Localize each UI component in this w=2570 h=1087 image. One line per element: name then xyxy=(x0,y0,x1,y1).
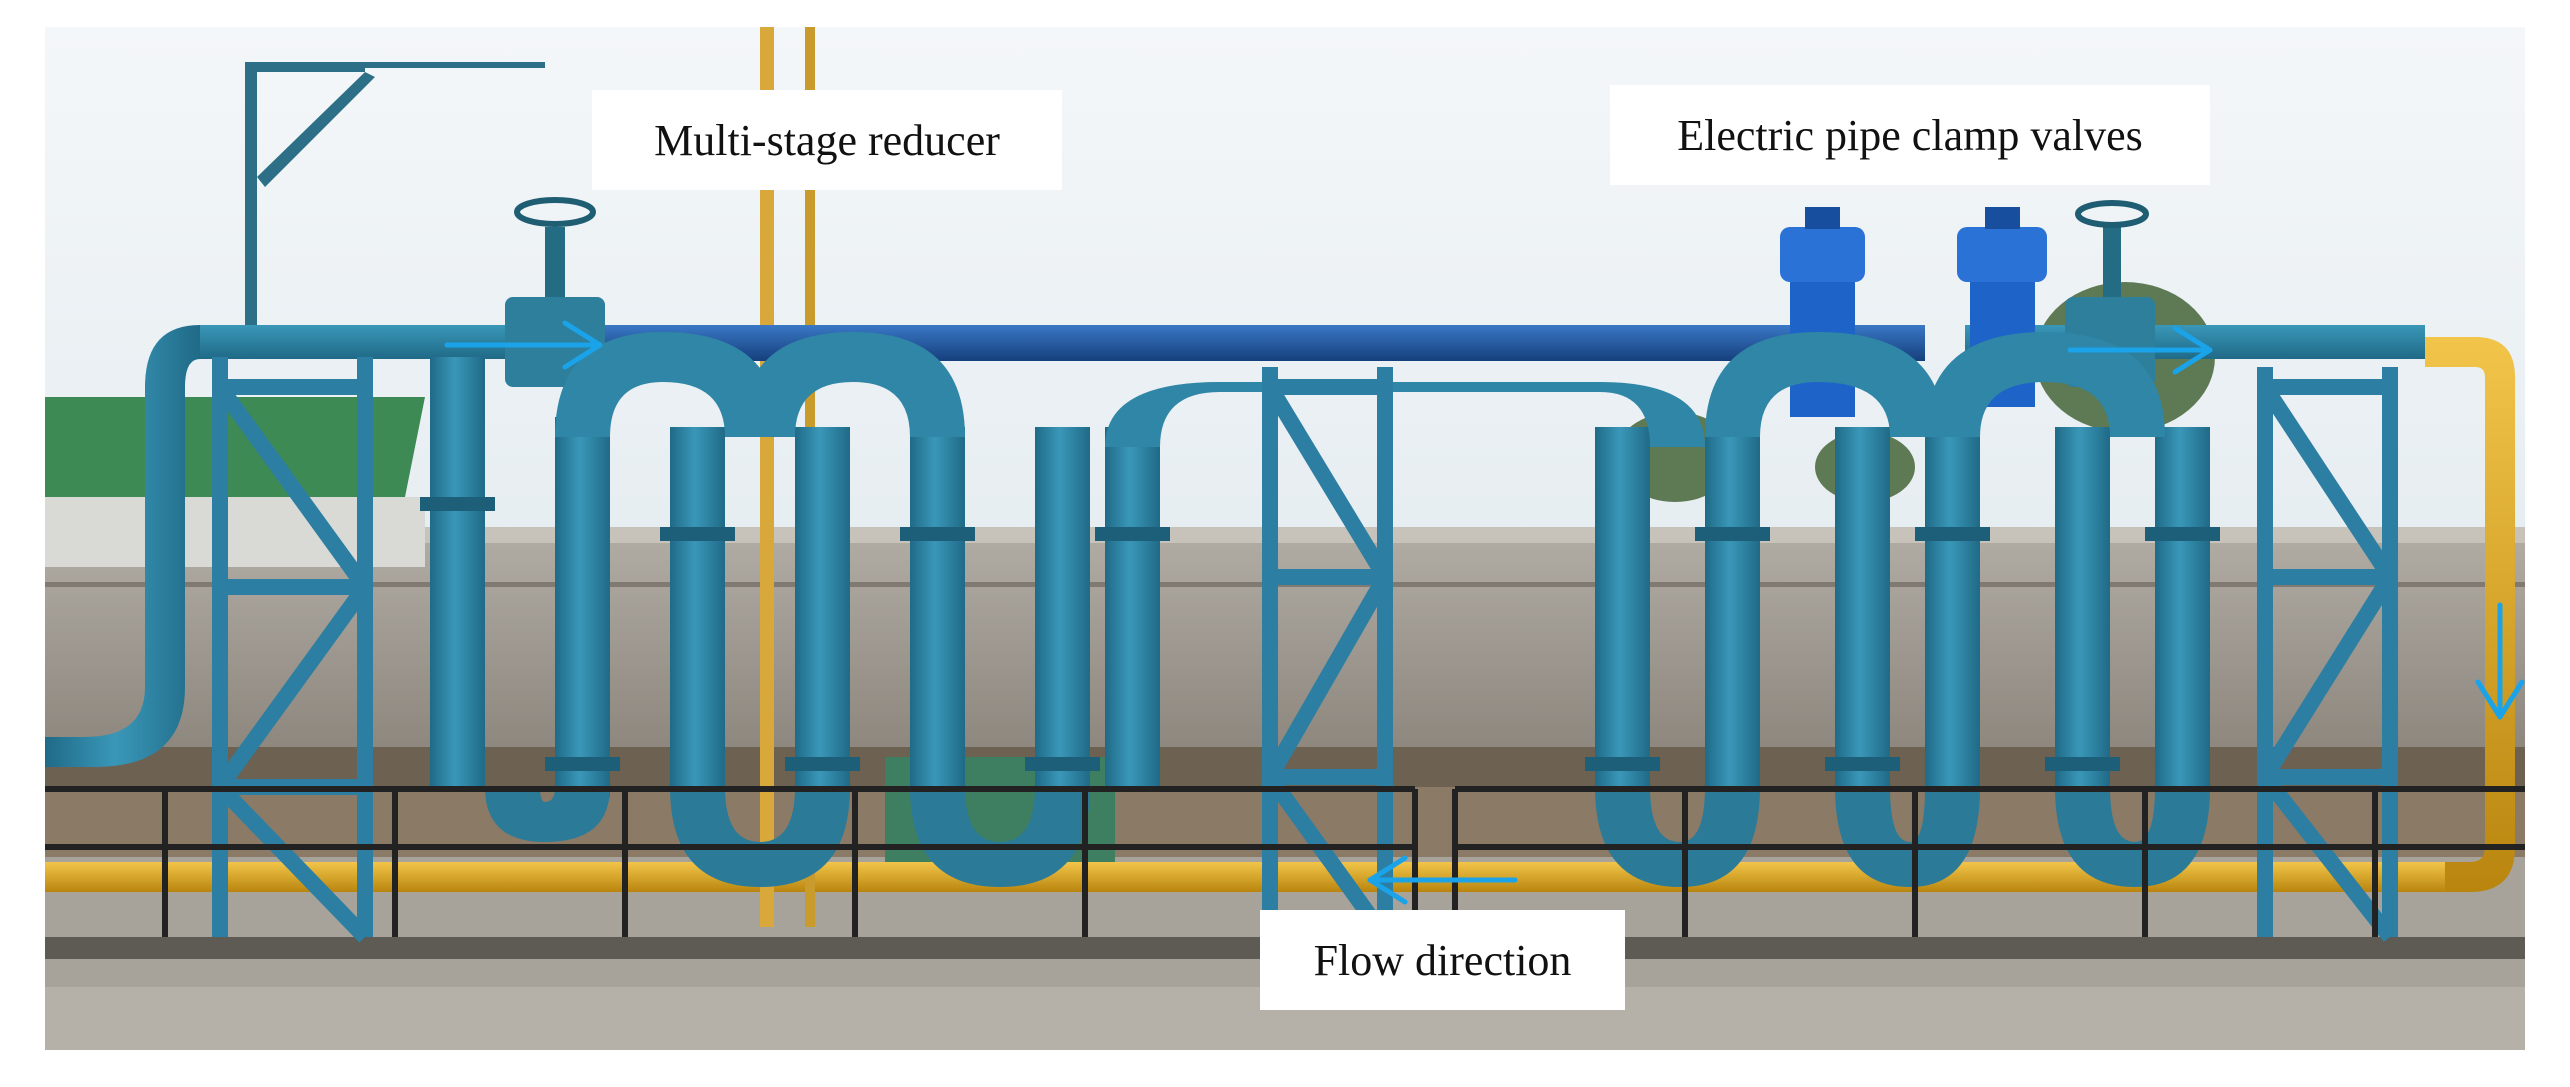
flow-arrows xyxy=(444,320,2525,905)
green-roof xyxy=(45,397,425,497)
lamp-post xyxy=(245,62,545,347)
support-frame-left xyxy=(212,357,373,943)
u-bend-bottoms xyxy=(485,787,2210,887)
support-frame-middle xyxy=(1262,367,1393,942)
flow-arrow-right-1 xyxy=(444,320,603,370)
label-multi-stage-reducer: Multi-stage reducer xyxy=(592,90,1062,190)
support-frame-right xyxy=(2257,367,2398,942)
label-flow-direction: Flow direction xyxy=(1260,910,1625,1010)
pipeline-photo xyxy=(45,27,2525,1050)
flow-arrow-left xyxy=(1367,855,1518,905)
pipe-flanges xyxy=(420,497,2220,771)
u-bend-tops xyxy=(555,332,2165,447)
flow-arrow-down xyxy=(2475,602,2525,720)
safety-railing xyxy=(45,786,2525,937)
flow-arrow-right-2 xyxy=(2067,325,2213,375)
u-bend-pipes xyxy=(430,357,2210,797)
label-electric-pipe-clamp-valves: Electric pipe clamp valves xyxy=(1610,85,2210,185)
